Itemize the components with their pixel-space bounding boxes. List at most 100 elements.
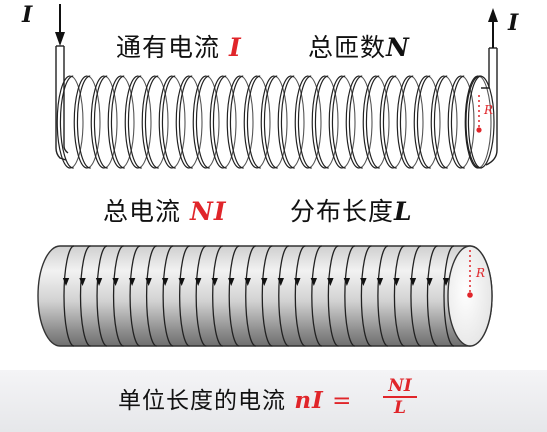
coil-turn-back <box>426 75 441 169</box>
coil-turn-front <box>73 75 88 169</box>
current-direction-arrow <box>228 278 235 286</box>
coil-turn-front <box>124 75 139 169</box>
coil-turn-back <box>358 75 373 169</box>
coil-turn-front <box>413 75 428 169</box>
current-ring <box>96 245 108 347</box>
current-sheet-cylinder <box>37 245 493 347</box>
coil-turn-back <box>443 75 458 169</box>
coil-turn-back <box>137 75 152 169</box>
current-direction-arrow <box>145 278 152 286</box>
current-direction-arrow <box>211 278 218 286</box>
top-radius-center <box>476 127 482 133</box>
total-current-text: 总电流 <box>103 197 182 226</box>
coil-turn-front <box>127 75 142 169</box>
current-ring <box>393 245 405 347</box>
coil-turn-back <box>290 75 305 169</box>
coil-turn-back <box>154 75 169 169</box>
coil-turn-front <box>229 75 244 169</box>
coil-turn-back <box>460 75 475 169</box>
coil-turn-front <box>192 75 207 169</box>
coil-turn-back <box>239 75 254 169</box>
current-direction-arrow <box>393 278 400 286</box>
coil-turn-front <box>396 75 411 169</box>
coil-turn-back <box>477 75 492 169</box>
coil-turn-front <box>399 75 414 169</box>
coil-turn-back <box>409 75 424 169</box>
coil-turn-back <box>86 75 101 169</box>
coil-turn-front <box>144 75 159 169</box>
coil-turn-front <box>450 75 465 169</box>
coil-turn-front <box>433 75 448 169</box>
coil-turn-front <box>76 75 91 169</box>
current-ring <box>443 245 455 347</box>
current-direction-arrow <box>112 278 119 286</box>
coil-turn-back <box>341 75 356 169</box>
top-current-caption: 通有电流 I <box>116 28 242 64</box>
fraction-numerator: NI <box>383 376 417 398</box>
current-direction-arrow <box>261 278 268 286</box>
coil-turn-front <box>328 75 343 169</box>
unit-current-caption: 单位长度的电流 nI = <box>118 381 352 415</box>
current-direction-arrow <box>244 278 251 286</box>
footer-band <box>0 370 547 432</box>
current-direction-arrow <box>79 278 86 286</box>
bottom-radius-label: R <box>476 266 486 280</box>
current-direction-arrow <box>310 278 318 286</box>
length-caption: 分布长度L <box>290 192 413 228</box>
coil-turn-front <box>314 75 329 169</box>
coil-turn-front <box>362 75 377 169</box>
length-text: 分布长度 <box>290 197 395 226</box>
current-ring <box>360 245 372 347</box>
coil-turn-back <box>307 75 322 169</box>
coil-front-strokes <box>56 75 495 169</box>
left-lead-wire-inner <box>63 46 69 154</box>
coil-turn-front <box>467 75 482 169</box>
coil-turn-front <box>178 75 193 169</box>
unit-current-symbol: nI <box>294 387 324 414</box>
coil-turn-front <box>277 75 292 169</box>
current-ring <box>278 245 289 347</box>
solenoid-coil <box>55 45 498 169</box>
coil-turn-front <box>379 75 394 169</box>
coil-turn-front <box>345 75 360 169</box>
current-out-arrow <box>488 8 498 48</box>
current-ring <box>426 245 438 347</box>
coil-turn-front <box>110 75 125 169</box>
coil-turn-back <box>205 75 220 169</box>
coil-turn-front <box>280 75 295 169</box>
coil-turn-front <box>260 75 275 169</box>
coil-turn-front <box>447 75 462 169</box>
top-turns-symbol: N <box>386 33 410 62</box>
coil-turn-front <box>59 75 74 169</box>
current-direction-arrow <box>95 278 103 286</box>
current-direction-arrow <box>426 278 433 286</box>
equals-sign: = <box>332 388 353 414</box>
cylinder-current-rings <box>62 245 455 347</box>
coil-turn-back <box>103 75 118 169</box>
fraction-denominator: L <box>394 398 406 418</box>
length-symbol: L <box>394 197 413 226</box>
current-ring <box>79 245 91 347</box>
coil-turn-front <box>226 75 241 169</box>
current-ring <box>261 245 273 347</box>
current-ring <box>162 245 174 347</box>
current-ring <box>377 245 389 347</box>
current-ring <box>145 245 157 347</box>
coil-turn-back <box>324 75 339 169</box>
coil-turn-front <box>464 75 479 169</box>
coil-turn-back <box>273 75 288 169</box>
coil-turn-back <box>171 75 186 169</box>
current-direction-arrow <box>294 278 301 286</box>
coil-turn-back <box>120 75 135 169</box>
coil-turn-back <box>375 75 390 169</box>
current-ring <box>245 245 256 347</box>
current-in-arrow <box>55 4 65 46</box>
current-in-label: I <box>22 2 33 28</box>
current-ring <box>212 245 223 347</box>
coil-turn-front <box>430 75 445 169</box>
coil-turn-front <box>195 75 210 169</box>
coil-turn-back <box>392 75 407 169</box>
coil-turn-back <box>222 75 237 169</box>
current-direction-arrow <box>409 278 417 286</box>
